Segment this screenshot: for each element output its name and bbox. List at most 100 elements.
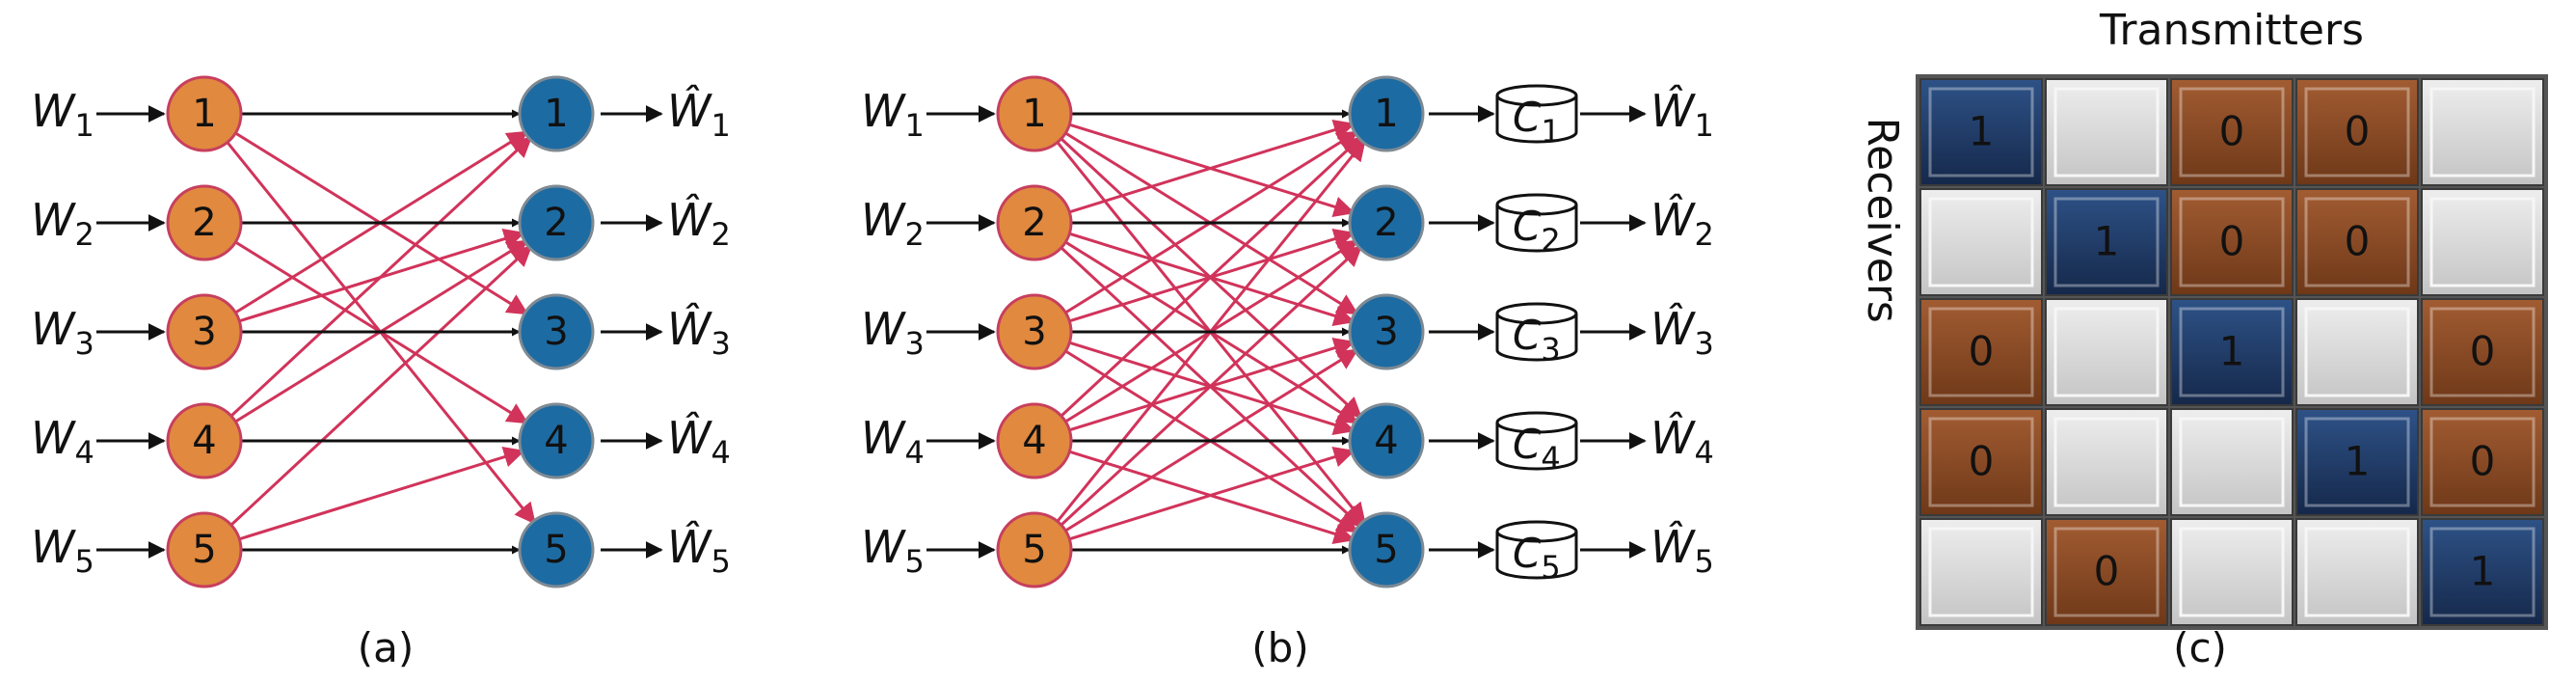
- transmitter-label: 5: [1022, 528, 1046, 572]
- caption-b: (b): [1251, 624, 1308, 671]
- estimate-label: Ŵ1: [667, 84, 731, 145]
- transmitter-label: 2: [192, 201, 216, 245]
- cell-bevel: [2304, 87, 2410, 178]
- cell-bevel: [2304, 197, 2410, 287]
- cell-bevel: [2429, 417, 2536, 507]
- cross-link: [229, 136, 533, 418]
- cell-bevel: [2053, 197, 2160, 287]
- cross-link: [238, 446, 525, 541]
- message-label: W4: [31, 412, 94, 472]
- receiver-node: [518, 75, 595, 152]
- matrix-cell: [1919, 408, 2043, 516]
- cell-bevel: [1928, 197, 2034, 287]
- cell-bevel: [1928, 527, 2034, 617]
- matrix-cell: [2421, 188, 2544, 296]
- message-label: W4: [861, 412, 925, 472]
- transmitter-node: [166, 511, 243, 588]
- matrix-cell-value: 1: [2470, 548, 2496, 595]
- matrix-cell-value: 0: [2094, 548, 2120, 595]
- transmitter-label: 1: [1022, 92, 1046, 136]
- receiver-label: 2: [544, 201, 568, 245]
- receiver-node: [1348, 402, 1425, 479]
- cell-bevel: [2179, 307, 2285, 397]
- transmitters-axis-label: Transmitters: [2099, 6, 2364, 55]
- receiver-label: 1: [544, 92, 568, 136]
- cross-link: [1060, 136, 1363, 418]
- cell-bevel: [2304, 417, 2410, 507]
- matrix-cell-value: 0: [2345, 108, 2371, 155]
- matrix-cell: [2045, 298, 2168, 406]
- matrix-cell-value: 0: [1969, 438, 1995, 485]
- matrix-cell-value: 0: [2470, 328, 2496, 375]
- transmitter-node: [166, 75, 243, 152]
- cell-bevel: [2053, 87, 2160, 178]
- estimate-label: Ŵ2: [667, 193, 731, 254]
- matrix-cell-value: 0: [2219, 108, 2245, 155]
- cache-top: [1495, 193, 1578, 216]
- receiver-node: [1348, 511, 1425, 588]
- matrix-cell: [2170, 78, 2294, 186]
- caption-c: (c): [2173, 624, 2227, 671]
- matrix-cell: [2295, 298, 2419, 406]
- receiver-label: 3: [544, 310, 568, 354]
- cell-bevel: [2053, 527, 2160, 617]
- matrix-cell: [2295, 188, 2419, 296]
- cell-bevel: [2304, 527, 2410, 617]
- cell-bevel: [2179, 417, 2285, 507]
- transmitter-node: [996, 184, 1073, 261]
- matrix-cell: [2170, 298, 2294, 406]
- matrix-cell: [2045, 408, 2168, 516]
- estimate-label: Ŵ3: [1650, 302, 1714, 363]
- message-label: W2: [31, 194, 94, 254]
- receiver-node: [1348, 184, 1425, 261]
- matrix-cell-value: 1: [2094, 218, 2120, 265]
- cache-icon: [1495, 423, 1578, 471]
- cache-top: [1495, 302, 1578, 325]
- matrix-cell: [2295, 408, 2419, 516]
- matrix-cell: [2045, 518, 2168, 626]
- cache-top: [1495, 84, 1578, 107]
- cross-link: [1060, 245, 1363, 527]
- receiver-node: [518, 293, 595, 370]
- matrix-cell-value: 0: [2219, 218, 2245, 265]
- message-label: W3: [861, 303, 925, 363]
- cache-label: C4: [1513, 421, 1561, 478]
- estimate-label: Ŵ5: [1650, 520, 1714, 581]
- cell-bevel: [2179, 87, 2285, 178]
- cache-label: C5: [1513, 530, 1561, 587]
- cross-link: [229, 245, 533, 527]
- cache-label: C2: [1513, 203, 1561, 260]
- receiver-node: [518, 511, 595, 588]
- cross-link: [1068, 446, 1355, 541]
- matrix-cell: [2045, 78, 2168, 186]
- cell-bevel: [1928, 417, 2034, 507]
- cell-bevel: [2179, 527, 2285, 617]
- cache-icon: [1495, 205, 1578, 253]
- estimate-label: Ŵ3: [667, 302, 731, 363]
- cache-top: [1495, 520, 1578, 543]
- cache-icon: [1495, 96, 1578, 144]
- cell-bevel: [2429, 527, 2536, 617]
- matrix-cell: [2170, 408, 2294, 516]
- matrix-cell: [2421, 298, 2544, 406]
- matrix-cell-value: 1: [2219, 328, 2245, 375]
- estimate-label: Ŵ1: [1650, 84, 1714, 145]
- cache-label: C3: [1513, 312, 1561, 369]
- cache-icon: [1495, 314, 1578, 362]
- matrix-cell: [2295, 518, 2419, 626]
- matrix-cell-value: 0: [1969, 328, 1995, 375]
- caption-a: (a): [358, 624, 415, 671]
- transmitter-label: 4: [1022, 419, 1046, 463]
- matrix-cell: [1919, 78, 2043, 186]
- cache-top: [1495, 411, 1578, 434]
- cache-icon: [1495, 532, 1578, 580]
- matrix-cell-value: 0: [2345, 218, 2371, 265]
- transmitter-label: 3: [192, 310, 216, 354]
- estimate-label: Ŵ2: [1650, 193, 1714, 254]
- matrix-cell: [2421, 408, 2544, 516]
- receiver-label: 4: [1374, 419, 1398, 463]
